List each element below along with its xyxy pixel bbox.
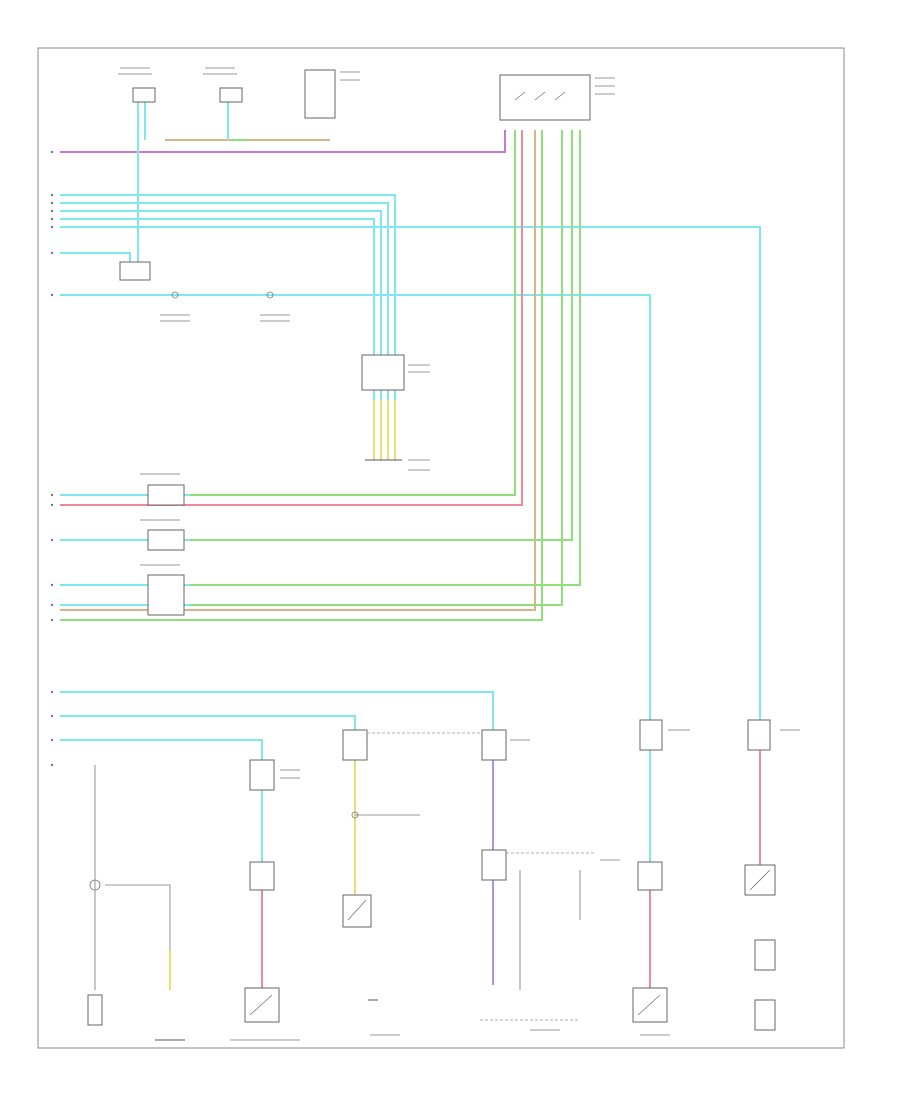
wire-green-drop-3 [60,130,573,541]
sensor-top-3 [304,69,336,119]
lamp-far-right-2 [754,939,776,971]
wire-red-drop [60,130,523,506]
connector-mid-low [342,729,368,761]
connector-mid-low-2 [481,729,507,761]
illegible-labels [118,67,800,1041]
wire-cyan-h6 [60,252,131,262]
wire-purple-bus [60,130,506,153]
wire-cyan-h1 [60,194,396,460]
switch-block-contacts [514,91,566,101]
bottom-left-node [89,879,101,891]
lamp-right-1 [639,719,663,751]
lamp-left-1 [249,759,275,791]
wire-green-drop-4 [60,130,581,586]
switch-group-3 [147,574,185,616]
motor-right [632,987,668,1023]
motor-right-symbol [637,994,661,1016]
lamp-right-2 [637,861,663,891]
sensor-group-top [132,69,591,121]
wire-green-drop-2 [60,130,543,621]
row-markers [50,150,54,767]
switch-node-2 [266,291,274,299]
switch-mid-low-symbol [347,899,367,921]
switch-far-right-symbol [749,869,771,891]
bottom-left-comp [87,994,103,1026]
wire-cyan-low-2 [60,715,356,730]
switch-node-1 [171,291,179,299]
wire-green-drop-1 [60,130,516,496]
wire-tan-drop [60,130,536,611]
wire-cyan-h3 [60,210,382,460]
wire-cyan-h5 [60,226,761,720]
diagram-frame [37,47,845,1049]
wire-cyan-h7 [60,294,651,720]
wire-cyan-low-1 [60,691,494,730]
relay-left [119,261,151,281]
switch-group-2 [147,529,185,551]
motor-left [244,987,280,1023]
lamp-left-2 [249,861,275,891]
wire-cyan-h2 [60,202,389,460]
wire-cyan-h4 [60,218,375,460]
switch-block [499,74,591,121]
switch-mid-low [342,894,372,928]
wire-cyan-low-3 [60,739,263,770]
wire-green-drop-5 [60,130,563,606]
connector-right-low [481,849,507,881]
lamp-far-right-1 [747,719,771,751]
connector-block-mid [361,354,405,391]
sensor-top-2 [219,87,243,103]
sensor-top-1 [132,87,156,103]
switch-group-1 [147,484,185,506]
motor-left-symbol [249,994,273,1016]
lamp-far-right-3 [754,999,776,1031]
bottom-left-link [105,884,171,950]
